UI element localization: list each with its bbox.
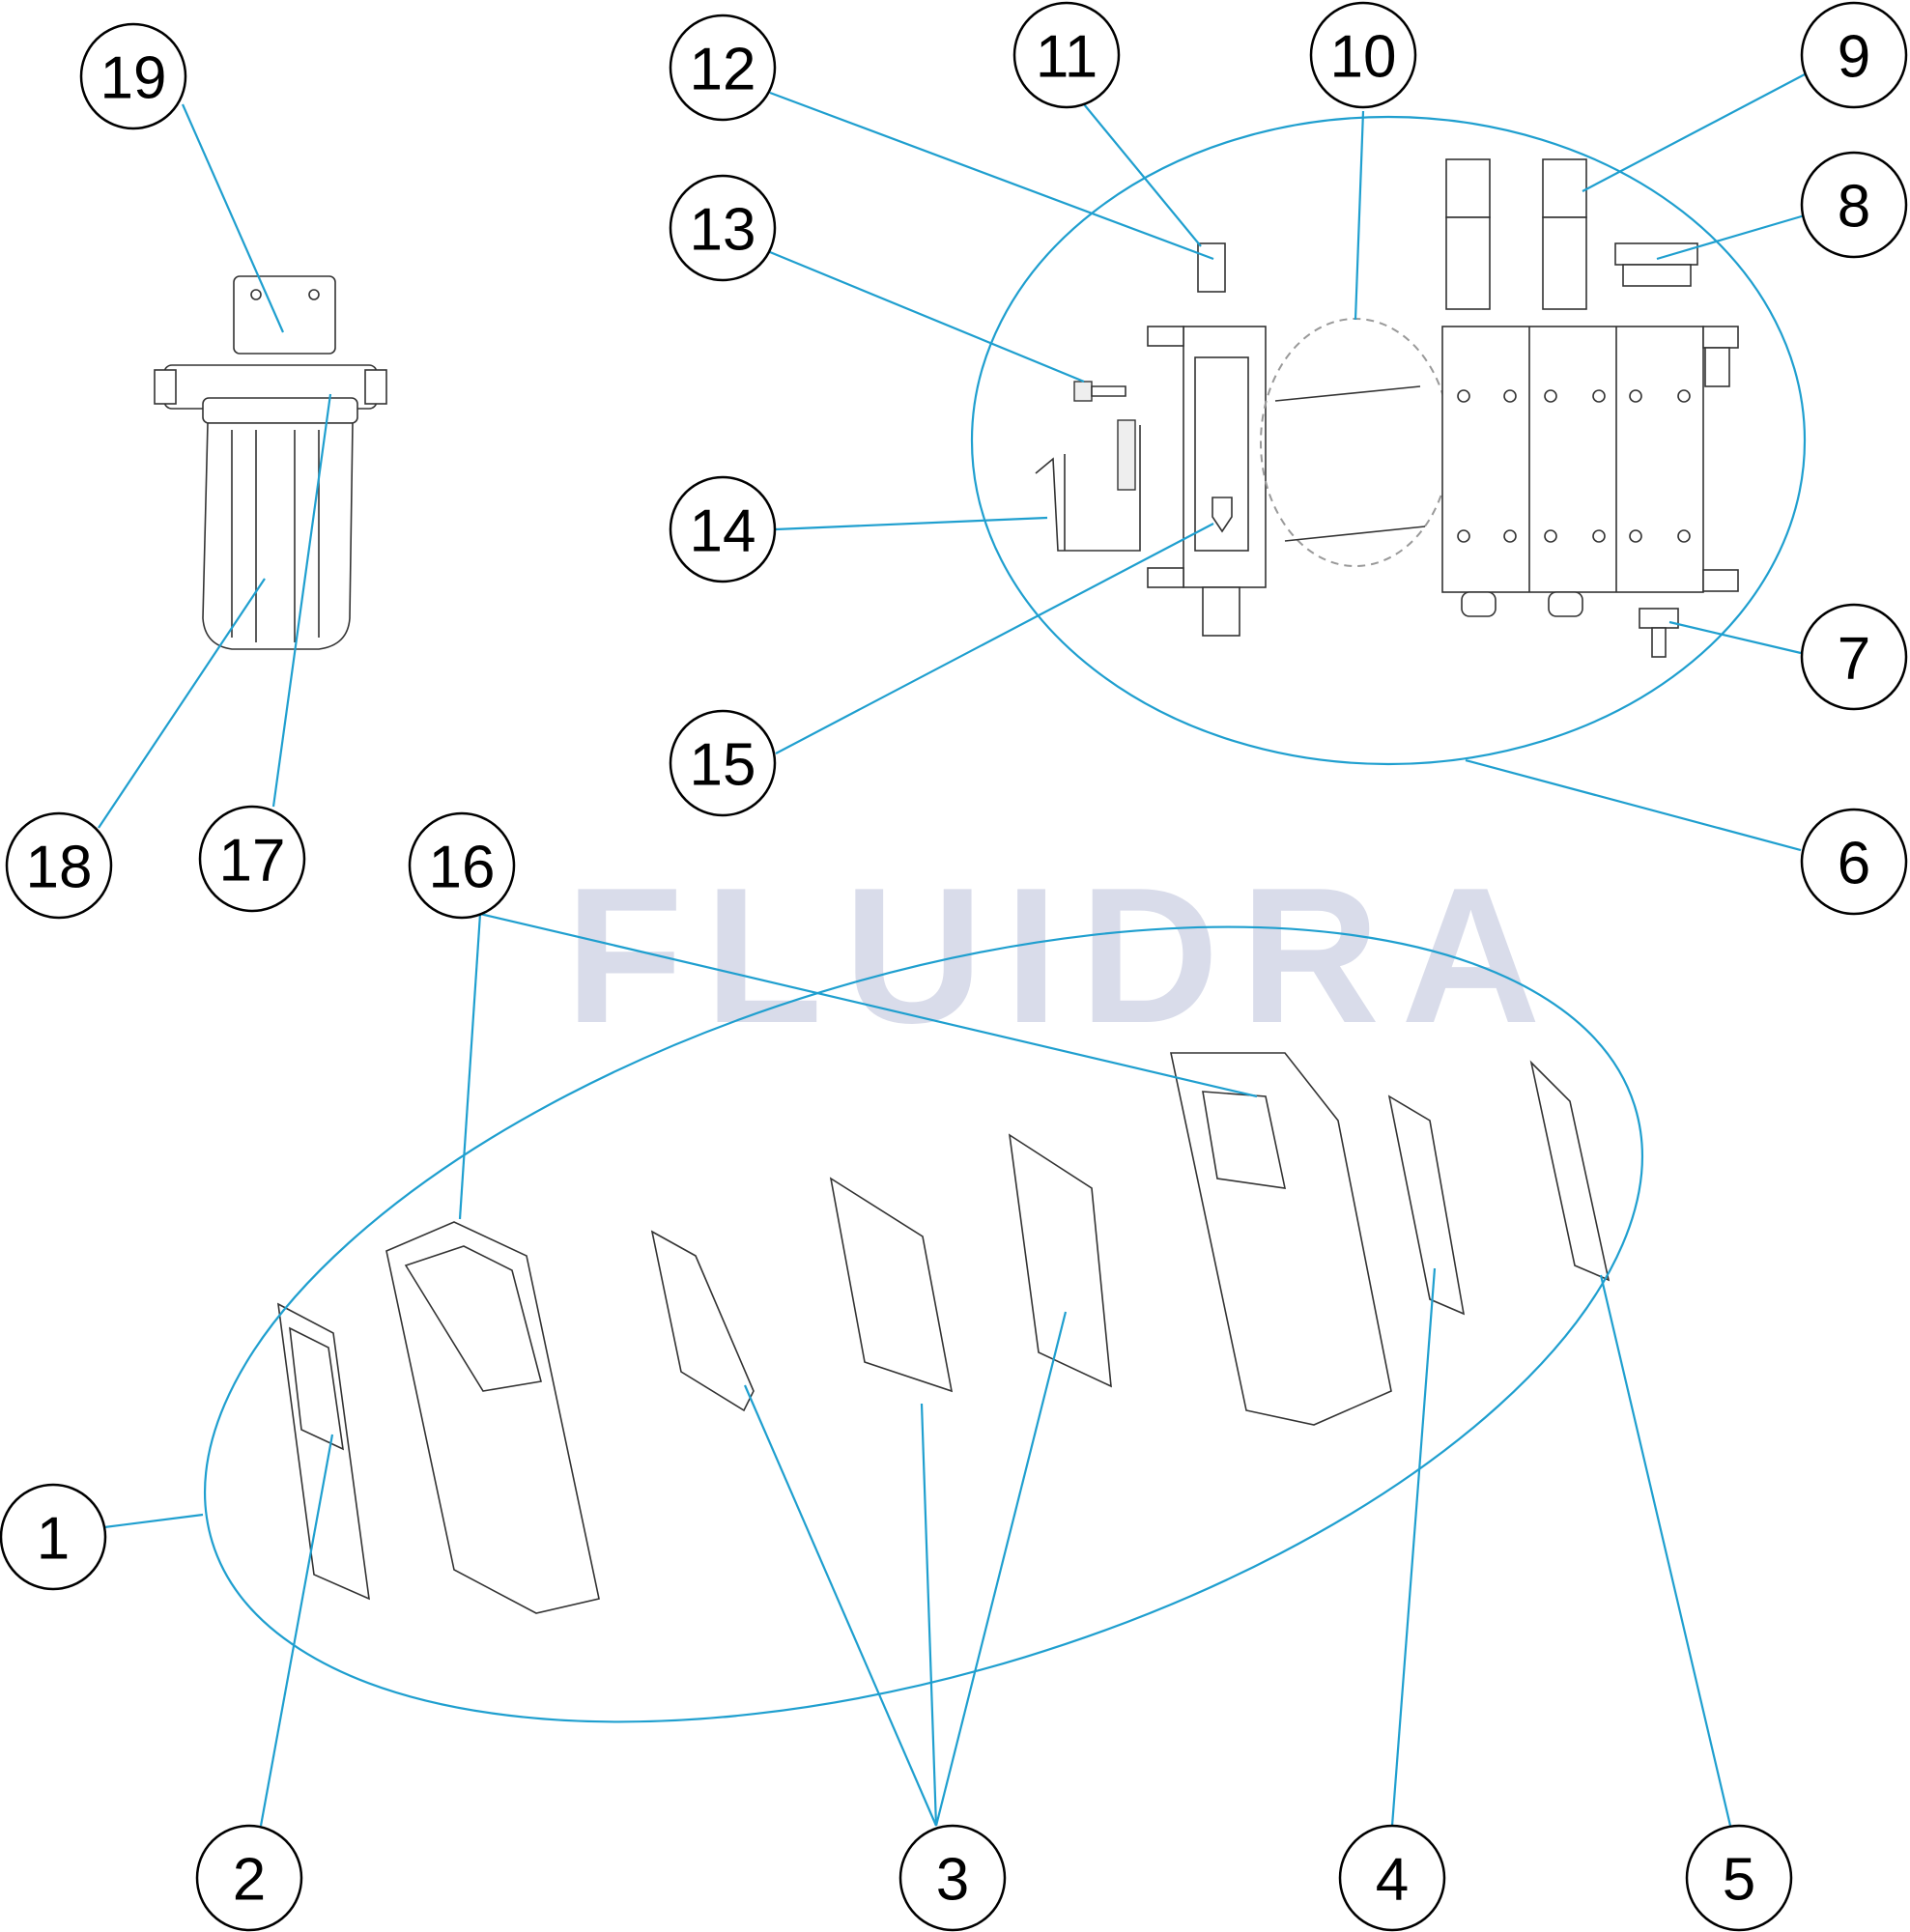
callout-17: 17 <box>198 805 306 913</box>
svg-text:12: 12 <box>690 37 756 103</box>
svg-text:16: 16 <box>429 835 496 901</box>
callout-13: 13 <box>669 174 777 282</box>
callout-16: 16 <box>408 811 516 920</box>
callout-2: 2 <box>195 1824 303 1932</box>
electrolysis-cell-assembly <box>1035 158 1739 658</box>
callout-12: 12 <box>669 14 777 122</box>
svg-text:11: 11 <box>1036 24 1098 91</box>
svg-text:1: 1 <box>37 1506 70 1573</box>
water-filter-assembly <box>154 275 387 650</box>
callout-5: 5 <box>1685 1824 1793 1932</box>
svg-text:15: 15 <box>690 732 756 799</box>
callout-19: 19 <box>79 22 187 130</box>
svg-text:8: 8 <box>1838 174 1870 241</box>
fluidra-watermark: FLUIDRA <box>565 848 1562 1064</box>
svg-text:4: 4 <box>1376 1847 1409 1914</box>
svg-text:10: 10 <box>1330 24 1397 91</box>
leader-lines <box>98 73 1806 1827</box>
callout-18: 18 <box>5 811 113 920</box>
svg-text:7: 7 <box>1838 626 1870 693</box>
callout-1: 1 <box>0 1483 107 1591</box>
group-outline-1 <box>204 925 1643 1723</box>
svg-text:19: 19 <box>100 45 167 112</box>
svg-text:2: 2 <box>233 1847 266 1914</box>
control-box-assembly <box>277 1052 1611 1614</box>
svg-text:9: 9 <box>1838 24 1870 91</box>
callout-15: 15 <box>669 709 777 817</box>
svg-text:5: 5 <box>1723 1847 1755 1914</box>
callout-3: 3 <box>898 1824 1007 1932</box>
callout-6: 6 <box>1800 808 1908 916</box>
svg-text:6: 6 <box>1838 831 1870 897</box>
svg-text:13: 13 <box>690 197 756 264</box>
cell-bolts <box>1457 389 1691 543</box>
callout-11: 11 <box>1012 1 1121 109</box>
svg-text:17: 17 <box>219 828 286 895</box>
group-outline-6 <box>970 115 1807 766</box>
svg-text:3: 3 <box>936 1847 969 1914</box>
callout-7: 7 <box>1800 603 1908 711</box>
callout-8: 8 <box>1800 151 1908 259</box>
svg-text:14: 14 <box>690 498 756 565</box>
callout-14: 14 <box>669 475 777 583</box>
callout-4: 4 <box>1338 1824 1446 1932</box>
svg-text:18: 18 <box>26 835 93 901</box>
callout-10: 10 <box>1309 1 1417 109</box>
callout-9: 9 <box>1800 1 1908 109</box>
